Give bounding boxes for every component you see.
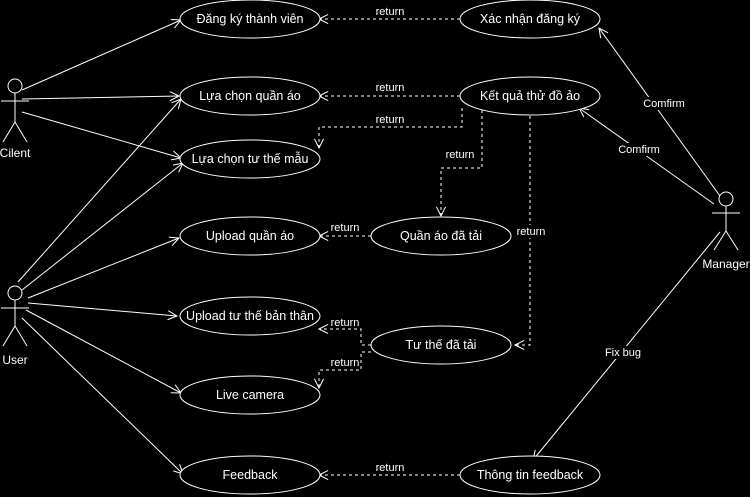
actor-manager-head — [718, 191, 734, 207]
actor-client[interactable]: Cilent — [0, 78, 31, 160]
usecase-xac-nhan-label: Xác nhận đăng ký — [480, 12, 581, 26]
usecase-lua-chon-quan-ao-label: Lựa chọn quần áo — [199, 89, 301, 103]
usecase-tu-the-da-tai-label: Tư thế đã tải — [406, 338, 477, 352]
edge-label-confirm: Comfirm — [618, 144, 660, 156]
usecase-quan-ao-da-tai[interactable]: Quần áo đã tải — [370, 216, 512, 256]
usecase-lua-chon-tu-the-label: Lựa chọn tư thế mẫu — [192, 151, 309, 166]
edge-label-return: return — [376, 114, 405, 126]
edge-label-confirm: Comfirm — [643, 98, 685, 110]
edge-label-return: return — [331, 317, 360, 329]
edge-label-return: return — [376, 462, 405, 474]
usecase-xac-nhan[interactable]: Xác nhận đăng ký — [459, 0, 601, 39]
assoc-client-lua-chon-tu-the — [21, 111, 181, 158]
assoc-user-feedback — [21, 317, 183, 474]
usecase-ket-qua[interactable]: Kết quả thử đồ ảo — [459, 76, 601, 116]
actor-manager-label: Manager — [702, 257, 749, 271]
return-ket-qua-to-lua-chon-tu-the — [319, 108, 463, 148]
return-ket-qua-to-tu-the-da-tai — [515, 110, 531, 345]
usecase-thong-tin-feedback[interactable]: Thông tin feedback — [459, 455, 601, 495]
edge-label-fix-bug: Fix bug — [605, 347, 641, 359]
return-ket-qua-to-quan-ao-da-tai — [441, 110, 483, 216]
usecase-tu-the-da-tai[interactable]: Tư thế đã tải — [370, 325, 512, 365]
usecase-lua-chon-tu-the[interactable]: Lựa chọn tư thế mẫu — [179, 139, 321, 179]
usecase-live-camera-label: Live camera — [216, 388, 284, 402]
assoc-user-upload-tu-the — [27, 302, 177, 316]
edge-label-return: return — [331, 357, 360, 369]
usecase-live-camera[interactable]: Live camera — [179, 375, 321, 415]
usecase-feedback[interactable]: Feedback — [179, 455, 321, 495]
usecases: Đăng ký thành viên Xác nhận đăng ký Lựa … — [179, 0, 601, 495]
assoc-user-upload-quan-ao — [27, 238, 179, 299]
usecase-quan-ao-da-tai-label: Quần áo đã tải — [400, 229, 482, 243]
associations — [17, 20, 721, 474]
edge-label-return: return — [446, 149, 475, 161]
usecase-lua-chon-quan-ao[interactable]: Lựa chọn quần áo — [179, 76, 321, 116]
assoc-user-lua-chon-tu-the — [21, 163, 183, 291]
edge-label-return: return — [331, 222, 360, 234]
assoc-user-lua-chon-quan-ao — [17, 99, 181, 283]
usecase-dang-ky-label: Đăng ký thành viên — [196, 12, 303, 26]
assoc-client-lua-chon-quan-ao — [21, 96, 179, 99]
actor-client-head — [7, 78, 23, 94]
actor-user-head — [7, 285, 23, 301]
edge-label-return: return — [376, 6, 405, 18]
usecase-ket-qua-label: Kết quả thử đồ ảo — [480, 89, 580, 103]
usecase-thong-tin-feedback-label: Thông tin feedback — [477, 468, 584, 482]
assoc-user-live-camera — [25, 309, 181, 393]
edge-label-return: return — [376, 82, 405, 94]
actor-client-label: Cilent — [0, 146, 31, 160]
actor-user[interactable]: User — [1, 285, 29, 367]
edge-labels: return return return return return retur… — [331, 6, 687, 474]
edge-label-return: return — [517, 226, 546, 238]
return-tu-the-da-tai-to-live-camera — [319, 351, 371, 388]
usecase-feedback-label: Feedback — [223, 468, 279, 482]
return-edges — [319, 19, 531, 475]
actor-user-label: User — [2, 353, 27, 367]
usecase-upload-tu-the-label: Upload tư thế bản thân — [186, 309, 314, 323]
return-tu-the-da-tai-to-upload-tu-the — [319, 329, 371, 346]
usecase-upload-tu-the[interactable]: Upload tư thế bản thân — [179, 296, 321, 336]
usecase-upload-quan-ao[interactable]: Upload quần áo — [179, 216, 321, 256]
usecase-upload-quan-ao-label: Upload quần áo — [206, 229, 294, 243]
assoc-client-dang-ky — [21, 20, 181, 91]
actor-manager[interactable]: Manager — [702, 191, 750, 271]
usecase-dang-ky[interactable]: Đăng ký thành viên — [179, 0, 321, 39]
assoc-manager-xac-nhan — [599, 28, 721, 197]
